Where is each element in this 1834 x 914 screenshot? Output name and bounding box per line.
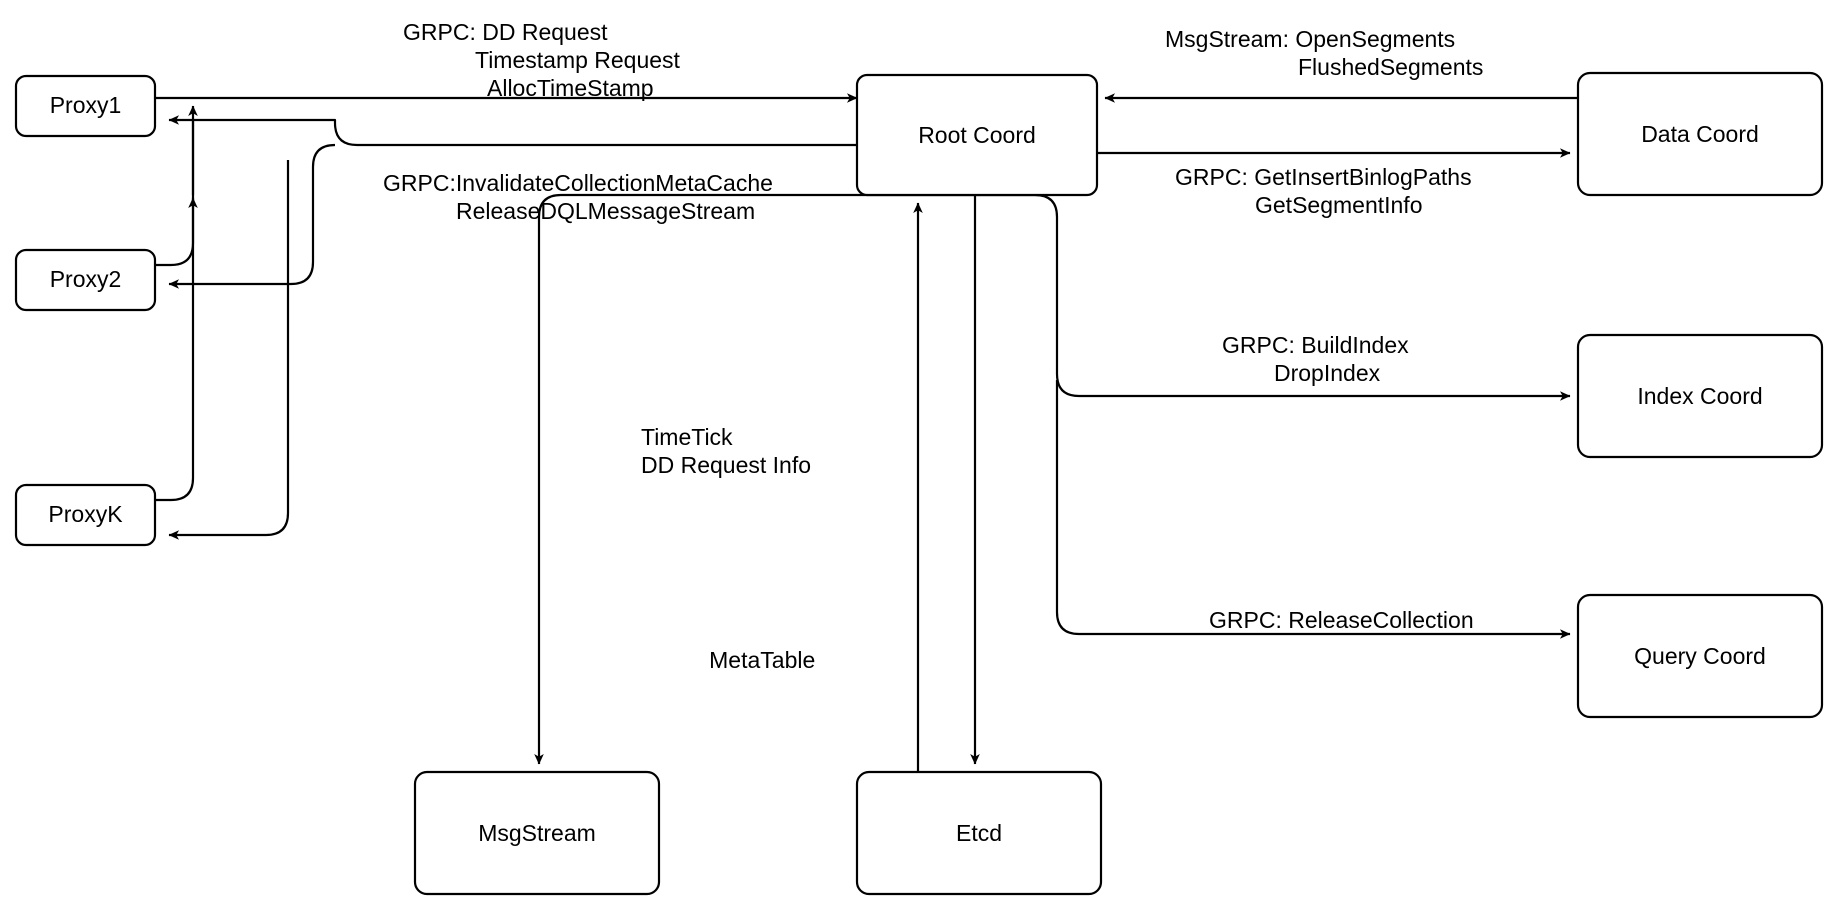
- node-proxy1[interactable]: Proxy1: [14, 74, 157, 138]
- edge-label-line: DropIndex: [1274, 360, 1381, 386]
- edges-layer: [155, 93, 1578, 772]
- edge-label-line: GRPC: GetInsertBinlogPaths: [1175, 164, 1472, 190]
- nodes-layer: Proxy1 Proxy2 ProxyK Root Coord Data Coo…: [14, 71, 1824, 896]
- edge-label-line: DD Request Info: [641, 452, 811, 478]
- edge-label-line: MsgStream: OpenSegments: [1165, 26, 1455, 52]
- edge-label-datacoord-to-rootcoord: MsgStream: OpenSegments FlushedSegments: [1165, 26, 1528, 80]
- node-index-coord-label: Index Coord: [1637, 383, 1762, 409]
- node-proxyk-label: ProxyK: [48, 501, 123, 527]
- edge-label-line: MetaTable: [709, 647, 815, 673]
- node-etcd[interactable]: Etcd: [855, 770, 1103, 896]
- node-msgstream-shape[interactable]: [413, 770, 661, 896]
- edge-rootcoord-to-querycoord: [1055, 380, 1571, 639]
- edge-label-line: GRPC:InvalidateCollectionMetaCache: [383, 170, 773, 196]
- node-proxy2[interactable]: Proxy2: [14, 248, 157, 312]
- edge-label-line: GRPC: DD Request: [403, 19, 608, 45]
- edge-label-line: Timestamp Request: [475, 47, 681, 73]
- edge-proxy2-trunk: [155, 197, 198, 267]
- node-root-coord-shape[interactable]: [855, 73, 1099, 197]
- node-root-coord-label: Root Coord: [918, 122, 1036, 148]
- node-query-coord[interactable]: Query Coord: [1576, 593, 1824, 719]
- edge-label-rootcoord-to-datacoord: GRPC: GetInsertBinlogPaths GetSegmentInf…: [1175, 164, 1529, 218]
- edge-label-line: ReleaseDQLMessageStream: [456, 198, 755, 224]
- edge-rootcoord-to-proxy1: [168, 115, 857, 147]
- node-proxy1-label: Proxy1: [50, 92, 122, 118]
- node-data-coord-label: Data Coord: [1641, 121, 1759, 147]
- node-data-coord[interactable]: Data Coord: [1576, 71, 1824, 197]
- node-proxy2-shape[interactable]: [14, 248, 157, 312]
- node-query-coord-label: Query Coord: [1634, 643, 1766, 669]
- edge-label-line: FlushedSegments: [1298, 54, 1483, 80]
- edge-rootcoord-to-proxy2: [168, 143, 336, 289]
- node-root-coord[interactable]: Root Coord: [855, 73, 1099, 197]
- node-msgstream[interactable]: MsgStream: [413, 770, 661, 896]
- edge-label-line: GRPC: BuildIndex: [1222, 332, 1409, 358]
- edge-label-line: GRPC: ReleaseCollection: [1209, 607, 1474, 633]
- edge-rootcoord-to-proxyk: [168, 160, 290, 540]
- edge-label-proxy-to-rootcoord: GRPC: DD Request Timestamp Request Alloc…: [403, 19, 737, 101]
- edge-rootcoord-to-indexcoord: [1034, 193, 1571, 401]
- node-index-coord-shape[interactable]: [1576, 333, 1824, 459]
- edge-rootcoord-to-msgstream: [534, 193, 1035, 765]
- edge-label-rootcoord-to-indexcoord: GRPC: BuildIndex DropIndex: [1222, 332, 1466, 386]
- edge-label-line: AllocTimeStamp: [487, 75, 654, 101]
- node-proxyk[interactable]: ProxyK: [14, 483, 157, 547]
- node-proxyk-shape[interactable]: [14, 483, 157, 547]
- edge-proxyk-trunk: [155, 120, 195, 502]
- edge-label-line: TimeTick: [641, 424, 733, 450]
- node-data-coord-shape[interactable]: [1576, 71, 1824, 197]
- node-index-coord[interactable]: Index Coord: [1576, 333, 1824, 459]
- node-msgstream-label: MsgStream: [478, 820, 596, 846]
- node-etcd-shape[interactable]: [855, 770, 1103, 896]
- edge-label-rootcoord-to-proxies: GRPC:InvalidateCollectionMetaCache Relea…: [383, 170, 830, 224]
- edge-label-rootcoord-to-msgstream: TimeTick DD Request Info: [641, 424, 856, 478]
- edge-label-line: GetSegmentInfo: [1255, 192, 1423, 218]
- node-etcd-label: Etcd: [956, 820, 1002, 846]
- edge-label-rootcoord-to-querycoord: GRPC: ReleaseCollection: [1209, 607, 1518, 633]
- node-query-coord-shape[interactable]: [1576, 593, 1824, 719]
- edge-labels-layer: GRPC: DD Request Timestamp Request Alloc…: [383, 19, 1529, 673]
- node-proxy2-label: Proxy2: [50, 266, 122, 292]
- node-proxy1-shape[interactable]: [14, 74, 157, 138]
- edge-label-rootcoord-to-etcd: MetaTable: [709, 647, 860, 673]
